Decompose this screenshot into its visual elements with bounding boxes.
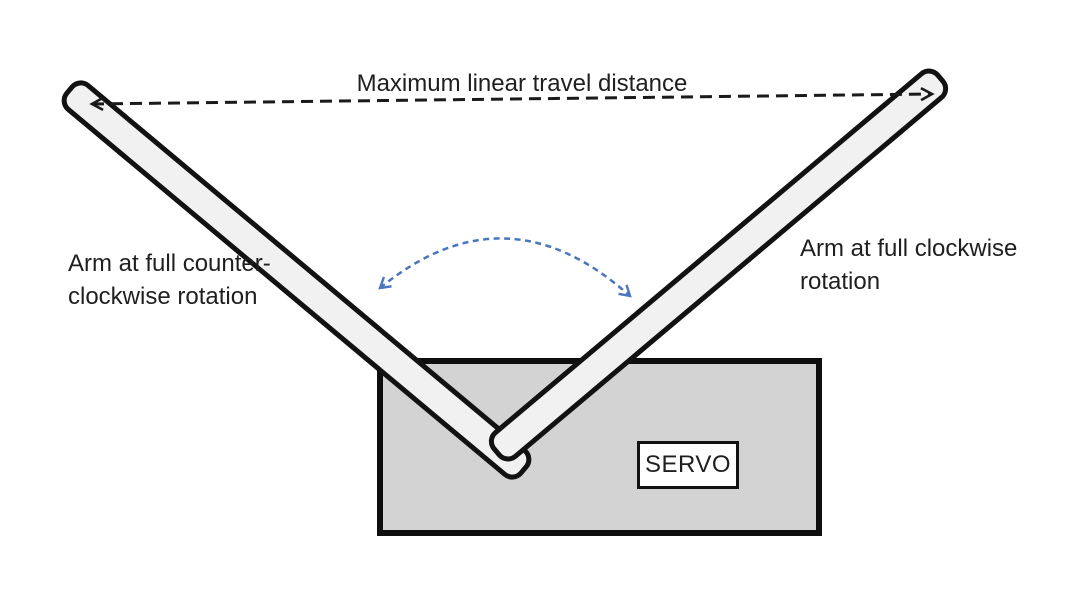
left-arm-label-line2: clockwise rotation (68, 283, 258, 310)
rotation-arc-arrow (378, 237, 632, 298)
right-arm-label-line2: rotation (800, 268, 881, 295)
servo-label-box: SERVO (637, 441, 739, 489)
left-arm-label: Arm at full counter- clockwise rotation (68, 247, 271, 313)
right-arm-label: Arm at full clockwise rotation (800, 232, 1017, 298)
travel-distance-label: Maximum linear travel distance (356, 70, 688, 97)
right-arm-label-line1: Arm at full clockwise (800, 235, 1018, 262)
left-arm-label-line1: Arm at full counter- (68, 250, 271, 277)
servo-label: SERVO (644, 451, 732, 478)
